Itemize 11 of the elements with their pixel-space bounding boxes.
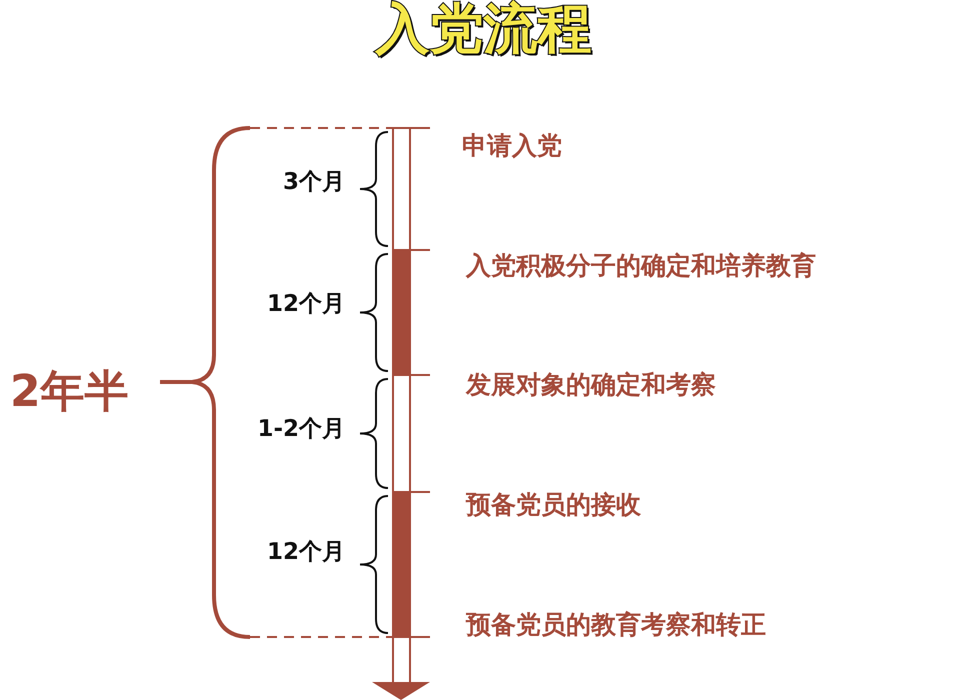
stage-label: 预备党员的接收 (466, 492, 641, 517)
stage-label: 申请入党 (462, 133, 562, 158)
total-duration-label: 2年半 (10, 370, 129, 414)
stage-label: 预备党员的教育考察和转正 (466, 612, 766, 637)
stage-label: 入党积极分子的确定和培养教育 (466, 253, 816, 278)
duration-label: 1-2个月 (256, 418, 345, 441)
duration-label: 12个月 (266, 293, 345, 316)
stage-label: 发展对象的确定和考察 (466, 372, 716, 397)
title: 入党流程 (374, 2, 592, 56)
duration-label: 3个月 (282, 171, 345, 194)
duration-label: 12个月 (266, 541, 345, 564)
